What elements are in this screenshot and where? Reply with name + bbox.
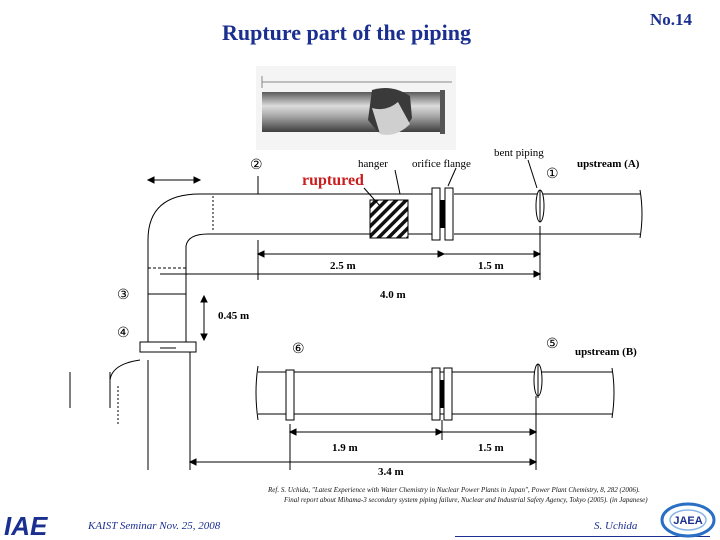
marker-point-4: ④ — [117, 326, 130, 341]
probe-1 — [535, 189, 545, 223]
marker-point-3: ③ — [117, 288, 130, 303]
footer-author: S. Uchida — [594, 520, 638, 532]
upper-dimensions — [146, 176, 542, 342]
iae-logo-text: IAE — [4, 512, 48, 538]
marker-point-2: ② — [250, 158, 263, 173]
reference-line-1: Ref. S. Uchida, "Latest Experience with … — [268, 486, 640, 494]
probe-5 — [533, 363, 543, 398]
reference-line-2: Final report about Mihama-3 secondary sy… — [284, 496, 648, 504]
marker-point-5: ⑤ — [546, 337, 559, 352]
rupture-photo — [256, 66, 456, 150]
marker-point-1: ① — [546, 167, 559, 182]
iae-logo: IAE — [4, 512, 48, 538]
label-ruptured: ruptured — [302, 172, 364, 189]
marker-point-6: ⑥ — [292, 342, 305, 357]
dim-vertical-offset: 0.45 m — [218, 310, 250, 322]
jaea-logo-text: JAEA — [673, 515, 702, 527]
orifice-flange — [431, 187, 454, 241]
footer-divider — [455, 536, 710, 537]
ruptured-area — [369, 199, 409, 239]
lower-dimensions — [188, 396, 538, 470]
dim-bottom-right: 1.5 m — [478, 442, 504, 454]
jaea-logo: JAEA — [660, 502, 716, 538]
label-upstream-b: upstream (B) — [575, 346, 637, 358]
dim-top-left: 2.5 m — [330, 260, 356, 272]
footer-seminar: KAIST Seminar Nov. 25, 2008 — [88, 520, 221, 532]
label-upstream-a: upstream (A) — [577, 158, 640, 170]
label-orifice-flange: orifice flange — [412, 158, 471, 170]
dim-bottom-total: 3.4 m — [378, 466, 404, 478]
dim-top-total: 4.0 m — [380, 289, 406, 301]
lower-flanges — [285, 367, 453, 421]
dim-top-right: 1.5 m — [478, 260, 504, 272]
page-number: No.14 — [650, 10, 693, 29]
dim-bottom-left: 1.9 m — [332, 442, 358, 454]
page-title: Rupture part of the piping — [222, 20, 471, 45]
label-bent-piping: bent piping — [494, 147, 544, 159]
label-hanger: hanger — [358, 158, 388, 170]
reference-citation: Ref. S. Uchida, "Latest Experience with … — [268, 485, 708, 505]
